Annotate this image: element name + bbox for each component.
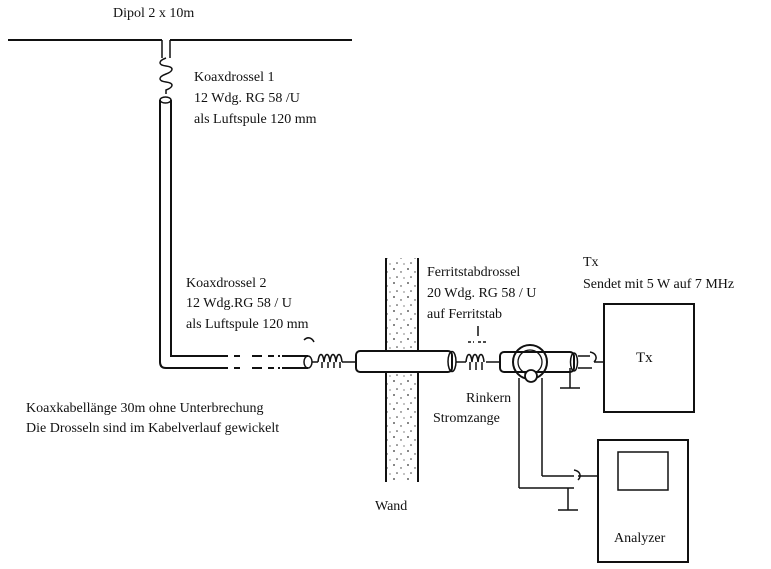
analyzer-label: Analyzer bbox=[614, 531, 666, 546]
choke1-title: Koaxdrossel 1 bbox=[194, 70, 275, 85]
ferrite-form: auf Ferritstab bbox=[427, 307, 502, 322]
choke1-coil-icon bbox=[159, 57, 173, 94]
ring-core-clamp bbox=[499, 344, 579, 476]
coax-through-wall bbox=[355, 350, 466, 373]
dipole-antenna bbox=[8, 39, 352, 58]
cable-note-line1: Koaxkabellänge 30m ohne Unterbrechung bbox=[26, 401, 264, 416]
choke2-form: als Luftspule 120 mm bbox=[186, 317, 309, 332]
dipole-label: Dipol 2 x 10m bbox=[113, 6, 194, 21]
choke1-spec: 12 Wdg. RG 58 /U bbox=[194, 91, 300, 106]
choke2-spec: 12 Wdg.RG 58 / U bbox=[186, 296, 292, 311]
analyzer-screen bbox=[617, 451, 669, 491]
cable-note-line2: Die Drosseln sind im Kabelverlauf gewick… bbox=[26, 421, 279, 436]
tx-title: Tx bbox=[583, 255, 599, 270]
ferrite-choke-icon bbox=[465, 326, 500, 370]
choke2-title: Koaxdrossel 2 bbox=[186, 276, 267, 291]
clamp-line1: Rinkern bbox=[466, 391, 511, 406]
choke1-form: als Luftspule 120 mm bbox=[194, 112, 317, 127]
tx-connection bbox=[560, 351, 604, 389]
wall-label: Wand bbox=[375, 499, 407, 514]
ferrite-title: Ferritstabdrossel bbox=[427, 265, 520, 280]
tx-box bbox=[603, 303, 695, 413]
clamp-line2: Stromzange bbox=[433, 411, 500, 426]
analyzer-connection bbox=[518, 469, 604, 511]
tx-box-label: Tx bbox=[636, 350, 653, 366]
ferrite-spec: 20 Wdg. RG 58 / U bbox=[427, 286, 536, 301]
tx-desc: Sendet mit 5 W auf 7 MHz bbox=[583, 277, 734, 292]
choke2-coil-icon bbox=[303, 337, 356, 368]
coax-cable bbox=[159, 96, 313, 369]
